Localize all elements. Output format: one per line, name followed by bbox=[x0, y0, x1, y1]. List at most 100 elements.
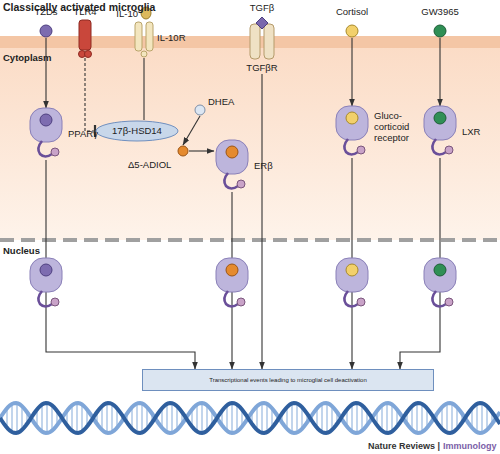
dna-rung bbox=[166, 404, 168, 432]
receptor-domain bbox=[357, 298, 365, 306]
ligand: Cortisol bbox=[327, 6, 377, 40]
bound-ligand bbox=[434, 112, 446, 124]
arrow-connector bbox=[261, 74, 262, 369]
receptor-body bbox=[30, 258, 62, 292]
dna-rung bbox=[331, 406, 333, 430]
receptor-body bbox=[216, 258, 248, 292]
dna-rung bbox=[171, 403, 173, 433]
steroid: Δ5-ADIOL bbox=[128, 144, 190, 172]
dna-rung bbox=[266, 404, 268, 432]
steroid: DHEA bbox=[194, 96, 238, 118]
dna-rung bbox=[416, 403, 418, 433]
cytoplasm-area bbox=[0, 48, 500, 240]
dna-rung bbox=[351, 405, 353, 432]
receptor-domain bbox=[141, 51, 147, 57]
nuclear-receptor: LXR bbox=[422, 106, 492, 158]
enzyme: 17β-HSD14 bbox=[95, 120, 179, 142]
receptor-domain bbox=[237, 180, 245, 188]
shape-outline bbox=[28, 108, 64, 160]
dna-rung bbox=[236, 405, 238, 432]
process-box: Transcriptional events leading to microg… bbox=[142, 369, 434, 391]
dna-rung bbox=[106, 403, 108, 433]
arrow-connector bbox=[45, 38, 46, 108]
dna-rung bbox=[51, 405, 53, 430]
dna-binding-domain bbox=[38, 291, 52, 307]
dna-rung bbox=[391, 405, 393, 432]
dna-binding-domain bbox=[432, 291, 446, 307]
shape-outline bbox=[422, 106, 458, 158]
node-label: Δ5-ADIOL bbox=[128, 159, 190, 170]
ligand-circle bbox=[40, 25, 52, 37]
shape-outline bbox=[214, 140, 250, 192]
node-label: ERβ bbox=[254, 160, 284, 171]
bound-ligand bbox=[346, 264, 358, 276]
dna-rung bbox=[296, 403, 298, 432]
dna-rung bbox=[326, 403, 328, 433]
receptor-chain bbox=[264, 24, 274, 59]
dna-rung bbox=[226, 405, 228, 430]
dna-rung bbox=[476, 404, 478, 432]
nuclear-receptor-copy bbox=[30, 258, 62, 307]
receptor-body bbox=[424, 258, 456, 292]
shape-outline bbox=[194, 104, 206, 116]
dna-rung bbox=[446, 403, 448, 432]
receptor-body bbox=[336, 258, 368, 292]
dna-binding-domain bbox=[38, 141, 52, 157]
inhibition-connector bbox=[85, 58, 95, 131]
dna-rung bbox=[481, 403, 483, 433]
figure-title: Classically activated microglia bbox=[3, 1, 155, 13]
arrow-connector bbox=[183, 116, 200, 145]
receptor-domain bbox=[51, 298, 59, 306]
bound-ligand bbox=[346, 112, 358, 124]
bound-ligand bbox=[434, 264, 446, 276]
region-label: Cytoplasm bbox=[3, 52, 52, 63]
nuclear-receptor-copy bbox=[424, 258, 456, 307]
node-label: Gluco- corticoid receptor bbox=[374, 110, 422, 143]
receptor-domain bbox=[237, 298, 245, 306]
ligand-circle bbox=[434, 25, 446, 37]
node-label: Cortisol bbox=[327, 6, 377, 17]
node-label: PPARγ bbox=[68, 128, 108, 139]
dna-rung bbox=[381, 405, 383, 430]
dna-rung bbox=[421, 404, 423, 432]
receptor-domain bbox=[357, 146, 365, 154]
arrow-connector bbox=[189, 150, 214, 151]
nuclear-receptor-copy bbox=[336, 258, 368, 307]
dna-rung bbox=[111, 404, 113, 432]
dna-rung bbox=[451, 403, 453, 432]
dna-binding-domain bbox=[224, 291, 238, 307]
nuclear-receptor: PPARγ bbox=[28, 108, 108, 160]
ligand: GW3965 bbox=[415, 6, 465, 40]
dna-rung bbox=[411, 406, 413, 430]
receptor-body bbox=[79, 20, 91, 50]
box-text: Transcriptional events leading to microg… bbox=[143, 370, 433, 390]
shape-outline bbox=[39, 24, 53, 38]
node-label: LXR bbox=[462, 126, 492, 137]
node-label: DHEA bbox=[208, 96, 238, 107]
receptor-body bbox=[216, 140, 248, 174]
node-label: TGFβR bbox=[240, 62, 284, 73]
arrow-connector bbox=[351, 38, 352, 106]
dna-rung bbox=[141, 403, 143, 432]
dna-strand bbox=[0, 403, 500, 433]
dna-binding-domain bbox=[432, 139, 446, 155]
receptor-domain bbox=[85, 51, 92, 58]
dna-rung bbox=[386, 403, 388, 433]
node-label: IL-10R bbox=[157, 32, 197, 43]
dna-binding-domain bbox=[224, 173, 238, 189]
dna-rung bbox=[231, 403, 233, 433]
journal-credit: Nature Reviews | bbox=[368, 441, 440, 452]
node-label: GW3965 bbox=[415, 6, 465, 17]
ligand-circle bbox=[195, 105, 205, 115]
dna-rung bbox=[76, 403, 78, 433]
dna-rung bbox=[256, 406, 258, 430]
shape-outline bbox=[134, 22, 154, 58]
region-label: Nucleus bbox=[3, 245, 40, 256]
dna-rung bbox=[71, 405, 73, 430]
journal-credit: Immunology bbox=[443, 441, 497, 452]
dna-rung bbox=[356, 403, 358, 433]
receptor-chain bbox=[135, 22, 142, 51]
bound-ligand bbox=[40, 114, 52, 126]
ligand-circle bbox=[178, 146, 188, 156]
